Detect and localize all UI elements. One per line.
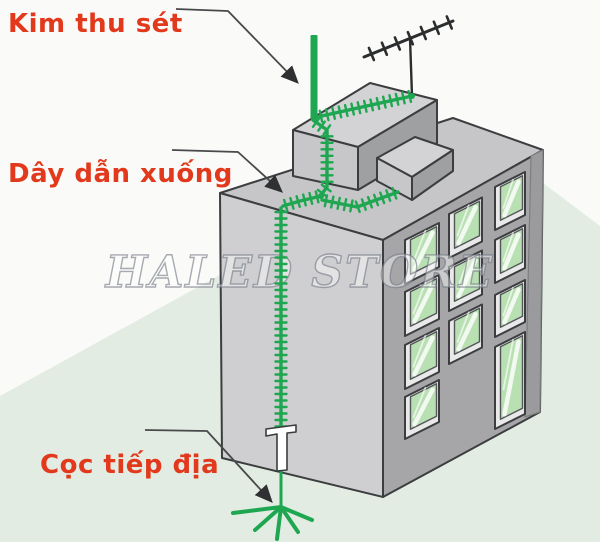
window xyxy=(404,379,440,440)
window xyxy=(448,196,483,259)
label-down-conductor: Dây dẫn xuống xyxy=(8,159,233,189)
lightning-rod xyxy=(310,35,318,119)
ground-stake xyxy=(265,424,297,472)
building-right-edge-shade xyxy=(524,149,544,418)
window xyxy=(404,222,440,285)
watermark-text: HALED STORE xyxy=(104,247,495,298)
tv-antenna-icon xyxy=(362,15,455,98)
label-lightning-rod: Kim thu sét xyxy=(8,9,183,39)
earth-electrode-crowfoot xyxy=(231,505,314,541)
air-termination-conductor xyxy=(311,89,415,123)
rooftop-box xyxy=(376,136,454,201)
building-wall-left xyxy=(219,192,384,498)
window xyxy=(404,274,440,337)
pointer-down-conductor xyxy=(171,149,283,193)
roof-conductor xyxy=(281,116,400,214)
window xyxy=(404,327,440,390)
pointer-lightning-rod xyxy=(175,8,299,84)
building-windows xyxy=(404,171,526,440)
label-ground-stake: Cọc tiếp địa xyxy=(40,450,220,480)
window xyxy=(494,279,526,338)
pointer-ground-stake xyxy=(144,429,273,503)
window xyxy=(448,249,483,312)
window xyxy=(494,224,526,284)
window xyxy=(448,303,483,365)
rooftop-box-right xyxy=(411,149,454,201)
window xyxy=(494,171,526,231)
door xyxy=(494,331,526,430)
